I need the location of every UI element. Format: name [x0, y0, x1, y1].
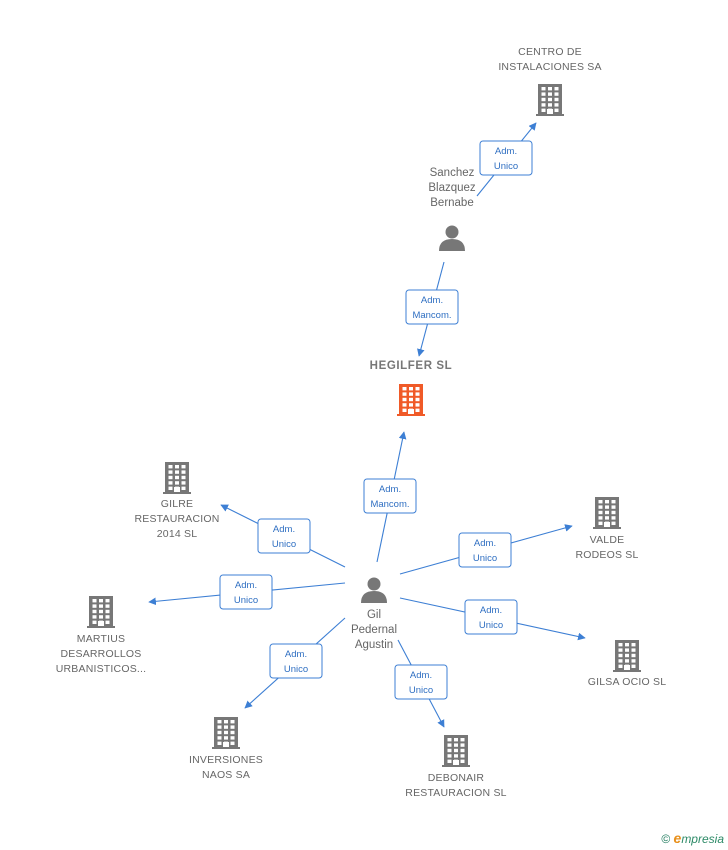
node-label: INVERSIONES [189, 754, 263, 766]
node-label: Agustin [355, 639, 393, 651]
node-label: NAOS SA [202, 769, 250, 781]
node-valde[interactable]: VALDE RODEOS SL [575, 497, 638, 561]
building-icon [397, 384, 425, 416]
edge-sanchez-to-hegilfer: Adm. Mancom. [405, 261, 459, 357]
building-icon [212, 717, 240, 749]
edge-label-box [363, 478, 417, 514]
edge-label-text: Adm. [285, 649, 307, 660]
node-label: GILRE [161, 498, 194, 510]
edge-label-box [479, 140, 533, 176]
node-debonair[interactable]: DEBONAIR RESTAURACION SL [405, 735, 507, 799]
node-centro[interactable]: CENTRO DE INSTALACIONES SA [498, 46, 601, 116]
node-label: DEBONAIR [428, 772, 485, 784]
edge-label-text: Unico [272, 539, 296, 550]
node-label: Blazquez [428, 182, 476, 194]
person-icon [439, 225, 465, 251]
edge-gil-to-valde: Adm. Unico [399, 524, 573, 575]
building-icon [536, 84, 564, 116]
node-label: Bernabe [430, 197, 473, 209]
edge-label-text: Adm. [480, 605, 502, 616]
edge-gil-to-debonair: Adm. Unico [394, 639, 448, 728]
edge-label-text: Unico [473, 553, 497, 564]
node-inversiones[interactable]: INVERSIONES NAOS SA [189, 717, 263, 781]
copyright-symbol: © [661, 832, 671, 846]
edge-label-text: Adm. [474, 538, 496, 549]
edge-label-box [405, 289, 459, 325]
edge-label-text: Mancom. [370, 499, 409, 510]
edge-label-text: Adm. [410, 670, 432, 681]
building-icon [593, 497, 621, 529]
edge-label-box [257, 518, 311, 554]
brand-watermark: © empresia [661, 830, 724, 846]
node-label: GILSA OCIO SL [588, 676, 666, 688]
edge-label-box [269, 643, 323, 679]
edge-gil-to-hegilfer: Adm. Mancom. [363, 431, 417, 563]
edge-gil-to-martius: Adm. Unico [148, 574, 346, 610]
edge-label-text: Adm. [421, 295, 443, 306]
node-label: Sanchez [430, 167, 475, 179]
brand-logo-letter: e [673, 830, 682, 846]
edge-label-text: Unico [284, 664, 308, 675]
edge-label-text: Mancom. [412, 310, 451, 321]
edge-label-text: Adm. [495, 146, 517, 157]
person-icon [361, 577, 387, 603]
node-gilsa[interactable]: GILSA OCIO SL [588, 640, 666, 688]
edge-label-box [219, 574, 273, 610]
node-hegilfer[interactable]: HEGILFER SL [370, 360, 453, 416]
node-label: RODEOS SL [575, 549, 638, 561]
edge-label-text: Unico [494, 161, 518, 172]
nodes-layer: CENTRO DE INSTALACIONES SA SanchezBlazquez… [56, 46, 666, 799]
edge-label-box [458, 532, 512, 568]
building-icon [87, 596, 115, 628]
node-label: VALDE [590, 534, 625, 546]
node-label: RESTAURACION SL [405, 787, 506, 799]
edge-label-text: Unico [234, 595, 258, 606]
edge-label-text: Adm. [273, 524, 295, 535]
node-label: CENTRO DE [518, 46, 582, 58]
node-gilre[interactable]: GILRE RESTAURACION 2014 SL [134, 462, 219, 540]
node-label: 2014 SL [157, 528, 198, 540]
edge-label-box [464, 599, 518, 635]
node-label: URBANISTICOS... [56, 663, 147, 675]
node-label: RESTAURACION [134, 513, 219, 525]
edge-label-text: Unico [479, 620, 503, 631]
node-label: DESARROLLOS [61, 648, 142, 660]
edge-label-box [394, 664, 448, 700]
node-label: Gil [367, 609, 381, 621]
building-icon [163, 462, 191, 494]
building-icon [442, 735, 470, 767]
edge-gil-to-inversiones: Adm. Unico [244, 617, 346, 709]
edge-sanchez-to-centro: Adm. Unico [476, 122, 537, 197]
edge-label-text: Adm. [379, 484, 401, 495]
node-label: Pedernal [351, 624, 397, 636]
brand-logo-text: mpresia [681, 832, 724, 846]
edge-gil-to-gilsa: Adm. Unico [399, 597, 586, 641]
node-label: HEGILFER SL [370, 360, 453, 372]
node-martius[interactable]: MARTIUS DESARROLLOS URBANISTICOS... [56, 596, 147, 675]
edge-gil-to-gilre: Adm. Unico [220, 504, 346, 568]
node-label: INSTALACIONES SA [498, 61, 601, 73]
edges-layer: Adm.UnicoAdm.Mancom.Adm.Mancom.Adm.Unico… [148, 122, 586, 728]
edge-label-text: Unico [409, 685, 433, 696]
node-label: MARTIUS [77, 633, 125, 645]
edge-label-text: Adm. [235, 580, 257, 591]
building-icon [613, 640, 641, 672]
